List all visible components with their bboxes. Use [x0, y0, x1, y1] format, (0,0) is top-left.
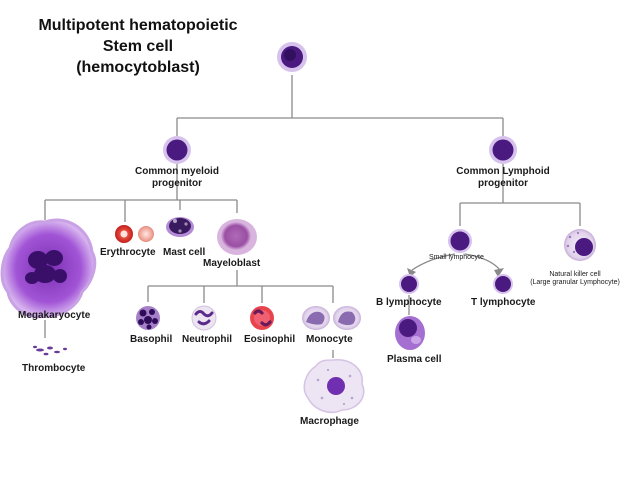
erythrocyte-label: Erythrocyte — [100, 247, 156, 258]
myeloblast-icon — [217, 219, 257, 255]
t-lymphocyte-label: T lymphocyte — [471, 297, 536, 308]
macrophage-label: Macrophage — [300, 416, 359, 427]
arrowheads — [407, 268, 504, 277]
thrombocyte-label: Thrombocyte — [22, 363, 86, 374]
plasma-cell-label: Plasma cell — [387, 354, 442, 365]
neutrophil-label: Neutrophil — [182, 334, 232, 345]
eosinophil-icon — [250, 306, 274, 330]
megakaryocyte-icon — [0, 218, 97, 319]
eosinophil-label: Eosinophil — [244, 334, 296, 345]
mast-cell-label: Mast cell — [163, 247, 206, 258]
common-lymphoid-line-2: progenitor — [478, 177, 528, 189]
title-line-3: (hemocytoblast) — [76, 58, 200, 76]
erythrocyte-icon — [115, 225, 154, 243]
neutrophil-icon — [191, 305, 217, 331]
common-myeloid-line-2: progenitor — [152, 177, 202, 189]
common-myeloid-label: Common myeloid progenitor — [117, 166, 237, 189]
title-line-2: Stem cell — [102, 37, 174, 55]
monocyte-icon — [302, 306, 361, 330]
title-line-1: Multipotent hematopoietic — [38, 17, 238, 34]
small-lymphocyte-label: Small lymphocyte — [429, 254, 484, 261]
mast-cell-icon — [166, 217, 194, 237]
common-lymphoid-label: Common Lymphoid progenitor — [443, 166, 563, 189]
common-lymphoid-line-1: Common Lymphoid — [456, 166, 550, 177]
natural-killer-cell-icon — [564, 229, 596, 261]
b-lymphocyte-icon — [399, 274, 419, 294]
stem-cell-icon — [277, 42, 307, 72]
macrophage-icon — [303, 359, 365, 414]
connector-lines — [44, 75, 581, 358]
natural-killer-label: Natural killer cell (Large granular Lymp… — [514, 271, 636, 287]
natural-killer-line-2: (Large granular Lymphocyte) — [530, 279, 620, 287]
diagram-title: Multipotent hematopoietic Stem cell (hem… — [12, 16, 264, 78]
common-myeloid-line-1: Common myeloid — [135, 166, 219, 177]
megakaryocyte-label: Megakaryocyte — [18, 310, 91, 321]
t-lymphocyte-icon — [493, 274, 513, 294]
monocyte-label: Monocyte — [306, 334, 353, 345]
small-lymphocyte-icon — [448, 229, 472, 253]
thrombocyte-icon — [33, 345, 67, 356]
myeloid-progenitor-icon — [163, 136, 191, 164]
natural-killer-line-1: Natural killer cell — [549, 271, 601, 278]
basophil-icon — [136, 306, 160, 330]
basophil-label: Basophil — [130, 334, 173, 345]
plasma-cell-icon — [395, 316, 425, 350]
lymphoid-progenitor-icon — [489, 136, 517, 164]
b-lymphocyte-label: B lymphocyte — [376, 297, 442, 308]
myeloblast-label: Mayeloblast — [203, 258, 261, 269]
